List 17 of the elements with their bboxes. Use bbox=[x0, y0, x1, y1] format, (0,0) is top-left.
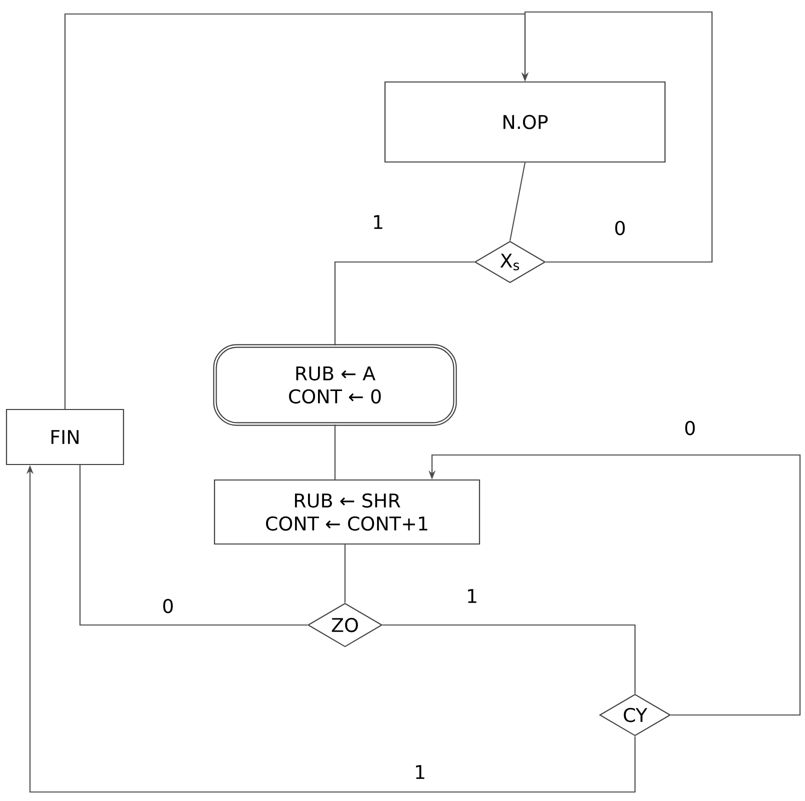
rounded-box: RUB ← A CONT ← 0 bbox=[213, 344, 457, 426]
process-box: N.OP bbox=[384, 81, 666, 163]
edge-label: 1 bbox=[412, 763, 428, 781]
edge-label: 1 bbox=[370, 213, 386, 231]
arrow bbox=[64, 13, 529, 409]
connector-line bbox=[79, 465, 308, 626]
process-box: RUB ← SHR CONT ← CONT+1 bbox=[214, 479, 480, 545]
edge-label: 0 bbox=[160, 596, 176, 616]
edge-label: 1 bbox=[464, 587, 480, 605]
edge-label: 0 bbox=[612, 218, 628, 238]
process-box: FIN bbox=[6, 408, 124, 466]
connector-line bbox=[344, 544, 346, 603]
connector-line bbox=[509, 162, 526, 241]
connector-line bbox=[382, 624, 636, 694]
connector-line bbox=[334, 261, 474, 346]
connector-line bbox=[334, 424, 336, 480]
edge-label: 0 bbox=[682, 418, 698, 438]
